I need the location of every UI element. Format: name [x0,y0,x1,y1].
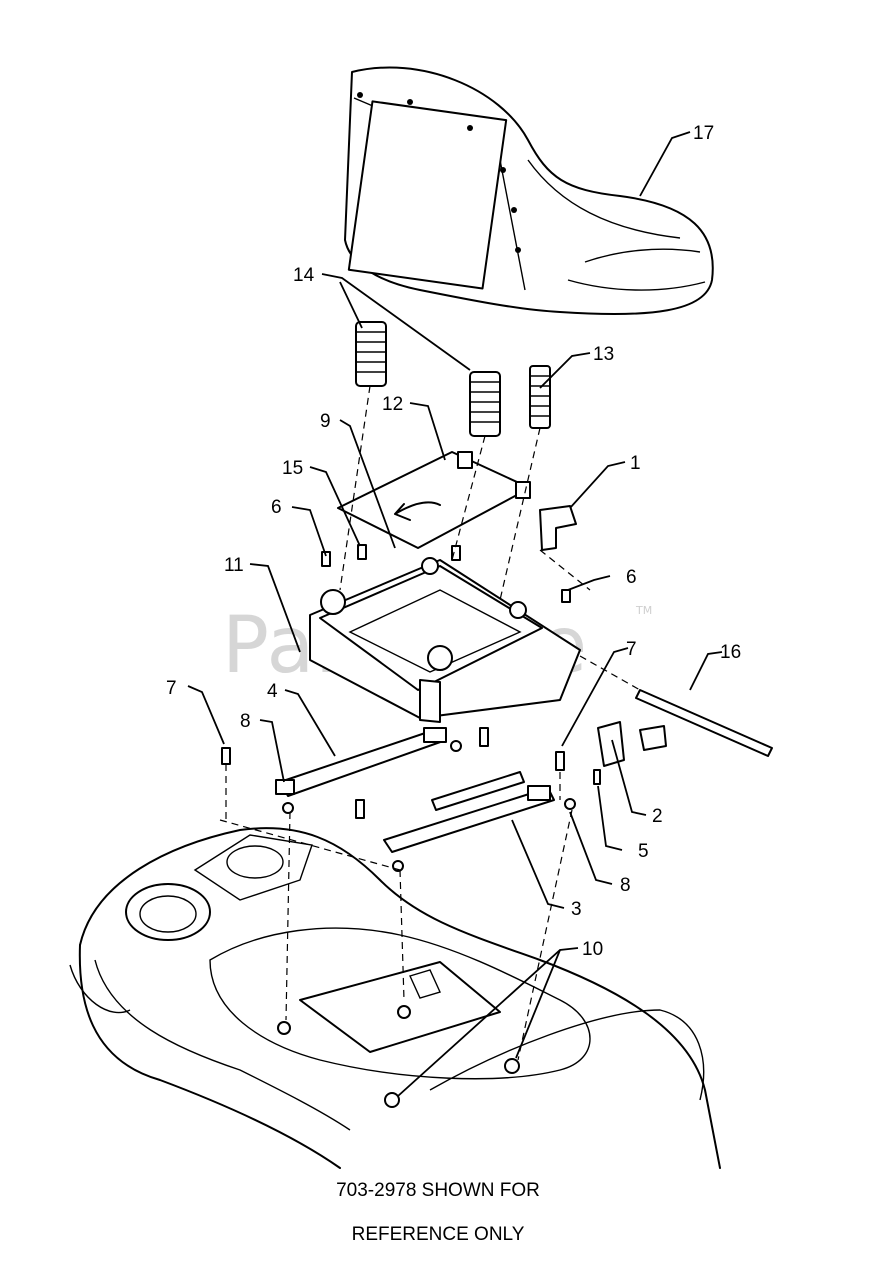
callout-2: 2 [652,806,663,827]
callout-15: 15 [282,458,303,479]
callout-12: 12 [382,394,403,415]
callout-10: 10 [582,939,603,960]
seat-cushion [344,66,714,316]
watermark-trademark: TM [635,604,652,617]
spring-left [355,321,387,387]
caption-line-2: REFERENCE ONLY [351,1224,525,1245]
callout-6-right: 6 [626,567,637,588]
callout-7-right: 7 [626,639,637,660]
caption-line-1: 703-2978 SHOWN FOR [336,1180,540,1201]
callout-3: 3 [571,899,582,920]
spring-right [469,371,501,437]
callout-17: 17 [693,123,714,144]
callout-1: 1 [630,453,641,474]
callout-14: 14 [293,265,315,286]
seat-switch-bracket [539,505,577,551]
callout-13: 13 [593,344,614,365]
seat-rail-right [383,771,576,872]
rod [635,689,773,757]
callout-9: 9 [320,411,331,432]
alignment-lines [219,385,641,1061]
callout-7-left: 7 [166,678,177,699]
callout-11: 11 [224,555,244,576]
fastener-group-upper [221,544,571,819]
callout-4: 4 [267,681,278,702]
seat-rail-left [275,727,462,814]
fender-body [69,827,721,1169]
spring-small [529,365,551,429]
callout-5: 5 [638,841,649,862]
callout-8-right: 8 [620,875,631,896]
leader-lines [187,131,723,1097]
callout-8-left: 8 [240,711,251,732]
callout-6-upper: 6 [271,497,282,518]
seat-pan-plate [337,451,531,549]
seat-switch [593,721,667,785]
callout-labels: 17 14 13 12 9 1 15 6 11 6 16 7 7 4 8 2 5… [166,123,741,960]
seat-tray [309,557,581,723]
callout-16: 16 [720,642,741,663]
